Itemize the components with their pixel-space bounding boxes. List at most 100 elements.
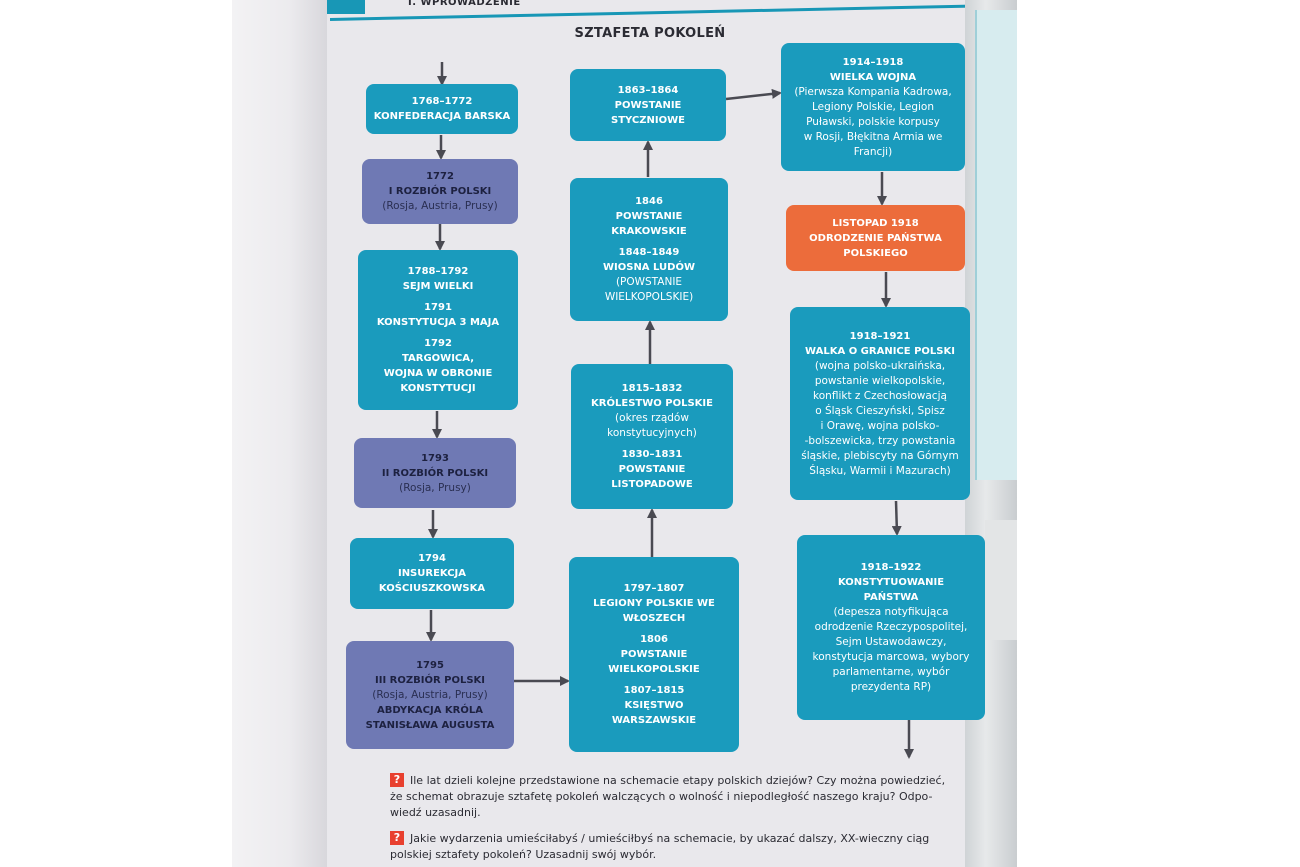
- next-page-box-lower: [985, 520, 1017, 640]
- date-label: 1797–1807: [623, 583, 685, 594]
- note-label: WIELKOPOLSKIE): [604, 291, 694, 303]
- note-label: (Pierwsza Kompania Kadrowa,: [794, 85, 952, 98]
- next-page-box: [975, 10, 1017, 480]
- event-label: WŁOSZECH: [622, 613, 686, 624]
- page-edge: [232, 0, 327, 867]
- date-label: 1918–1921: [849, 330, 911, 342]
- date-label: 1863–1864: [617, 84, 679, 96]
- event-label: KRAKOWSKIE: [611, 226, 687, 237]
- diagram-title: SZTAFETA POKOLEŃ: [574, 26, 726, 41]
- event-label: KONSTYTUCJA 3 MAJA: [376, 317, 500, 328]
- note-label: odrodzenie Rzeczypospolitej,: [814, 621, 968, 633]
- date-label: 1848–1849: [618, 247, 680, 258]
- event-label: KONSTYTUCJI: [400, 383, 476, 394]
- box-rozbior-1: 1772 I ROZBIÓR POLSKI (Rosja, Austria, P…: [362, 159, 518, 224]
- event-label: POWSTANIE: [615, 211, 683, 222]
- box-konstytuowanie: 1918–1922 KONSTYTUOWANIE PAŃSTWA (depesz…: [797, 535, 985, 720]
- event-label: LEGIONY POLSKIE WE: [593, 598, 715, 609]
- event-label: STANISŁAWA AUGUSTA: [365, 719, 495, 731]
- note-label: Puławski, polskie korpusy: [806, 115, 940, 128]
- event-label: KONSTYTUOWANIE: [837, 577, 945, 588]
- event-label: II ROZBIÓR POLSKI: [381, 467, 489, 479]
- date-label: 1772: [426, 171, 454, 182]
- event-label: KSIĘSTWO: [624, 700, 684, 711]
- note-label: (Rosja, Prusy): [399, 481, 471, 494]
- event-label: WOJNA W OBRONIE: [383, 368, 493, 379]
- event-label: WALKA O GRANICE POLSKI: [805, 345, 955, 357]
- note-label: w Rosji, Błękitna Armia we: [803, 130, 943, 143]
- box-powstanie-krakowskie: 1846 POWSTANIE KRAKOWSKIE 1848–1849 WIOS…: [570, 178, 728, 321]
- event-label: TARGOWICA,: [401, 353, 474, 364]
- note-label: i Orawę, wojna polsko-: [820, 419, 940, 432]
- box-wielka-wojna: 1914–1918 WIELKA WOJNA (Pierwsza Kompani…: [781, 43, 965, 171]
- date-label: LISTOPAD 1918: [832, 217, 919, 229]
- event-label: WIELKOPOLSKIE: [608, 664, 700, 675]
- note-label: Francji): [853, 145, 893, 158]
- event-label: KONFEDERACJA BARSKA: [373, 111, 511, 122]
- box-konfederacja-barska: 1768–1772 KONFEDERACJA BARSKA: [366, 84, 518, 134]
- box-krolestwo-polskie: 1815–1832 KRÓLESTWO POLSKIE (okres rządó…: [571, 364, 733, 509]
- note-label: (depesza notyfikująca: [833, 606, 949, 618]
- event-label: KOŚCIUSZKOWSKA: [378, 583, 486, 594]
- date-label: 1918–1922: [860, 562, 922, 573]
- date-label: 1815–1832: [621, 383, 683, 394]
- date-label: 1791: [424, 302, 452, 313]
- note-label: (POWSTANIE: [615, 276, 683, 288]
- note-label: śląskie, plebiscyty na Górnym: [801, 449, 959, 462]
- note-label: Legiony Polskie, Legion: [811, 100, 935, 113]
- box-walka-o-granice: 1918–1921 WALKA O GRANICE POLSKI (wojna …: [790, 307, 970, 500]
- date-label: 1792: [424, 338, 452, 349]
- date-label: 1793: [421, 452, 449, 464]
- box-insurekcja: 1794 INSUREKCJA KOŚCIUSZKOWSKA: [350, 538, 514, 609]
- date-label: 1795: [416, 659, 444, 671]
- box-rozbior-3: 1795 III ROZBIÓR POLSKI (Rosja, Austria,…: [346, 641, 514, 749]
- event-label: I ROZBIÓR POLSKI: [388, 186, 492, 197]
- arrow-granice-konstytuowanie: [891, 500, 902, 536]
- note-label: powstanie wielkopolskie,: [814, 374, 946, 387]
- date-label: 1830–1831: [621, 449, 683, 460]
- event-label: INSUREKCJA: [397, 568, 467, 579]
- event-label: POLSKIEGO: [843, 247, 908, 259]
- event-label: III ROZBIÓR POLSKI: [375, 674, 485, 686]
- arrow-styczniowe-wojna: [725, 88, 782, 101]
- event-label: ABDYKACJA KRÓLA: [376, 704, 483, 716]
- event-label: POWSTANIE: [620, 649, 688, 660]
- question-mark-icon: ?: [390, 773, 404, 787]
- event-label: SEJM WIELKI: [402, 281, 474, 292]
- section-header: I. WPROWADZENIE: [408, 0, 521, 8]
- date-label: 1846: [635, 196, 663, 207]
- note-label: parlamentarne, wybór: [832, 666, 950, 678]
- event-label: WIELKA WOJNA: [829, 71, 917, 83]
- question-1: ? Ile lat dzieli kolejne przedstawione na…: [390, 773, 950, 821]
- question-line: że schemat obrazuje sztafetę pokoleń wal…: [390, 790, 933, 803]
- question-line: polskiej sztafety pokoleń? Uzasadnij swó…: [390, 848, 657, 861]
- event-label: POWSTANIE: [614, 99, 682, 111]
- box-legiony-polskie: 1797–1807 LEGIONY POLSKIE WE WŁOSZECH 18…: [569, 557, 739, 752]
- note-label: (Rosja, Austria, Prusy): [382, 200, 498, 212]
- note-label: -bolszewicka, trzy powstania: [804, 434, 956, 447]
- date-label: 1807–1815: [623, 685, 685, 696]
- box-odrodzenie: LISTOPAD 1918 ODRODZENIE PAŃSTWA POLSKIE…: [786, 205, 965, 271]
- question-line: wiedź uzasadnij.: [390, 806, 481, 819]
- note-label: prezydenta RP): [850, 681, 932, 693]
- date-label: 1794: [418, 553, 446, 564]
- note-label: Sejm Ustawodawczy,: [835, 636, 947, 648]
- box-powstanie-styczniowe: 1863–1864 POWSTANIE STYCZNIOWE: [570, 69, 726, 141]
- event-label: PAŃSTWA: [863, 592, 919, 603]
- box-rozbior-2: 1793 II ROZBIÓR POLSKI (Rosja, Prusy): [354, 438, 516, 508]
- event-label: LISTOPADOWE: [611, 479, 693, 490]
- note-label: (wojna polsko-ukraińska,: [814, 359, 946, 372]
- note-label: konstytucja marcowa, wybory: [812, 651, 970, 663]
- event-label: STYCZNIOWE: [611, 114, 685, 126]
- note-label: (Rosja, Austria, Prusy): [372, 688, 488, 701]
- question-mark-icon: ?: [390, 831, 404, 845]
- event-label: WIOSNA LUDÓW: [602, 262, 695, 273]
- note-label: Śląsku, Warmii i Mazurach): [809, 464, 951, 477]
- question-2: ?Jakie wydarzenia umieściłabyś / umieści…: [390, 831, 950, 863]
- date-label: 1914–1918: [842, 56, 904, 68]
- question-line: Ile lat dzieli kolejne przedstawione na …: [410, 774, 946, 787]
- note-label: konstytucyjnych): [607, 427, 697, 439]
- date-label: 1788–1792: [407, 266, 469, 277]
- event-label: ODRODZENIE PAŃSTWA: [809, 232, 942, 244]
